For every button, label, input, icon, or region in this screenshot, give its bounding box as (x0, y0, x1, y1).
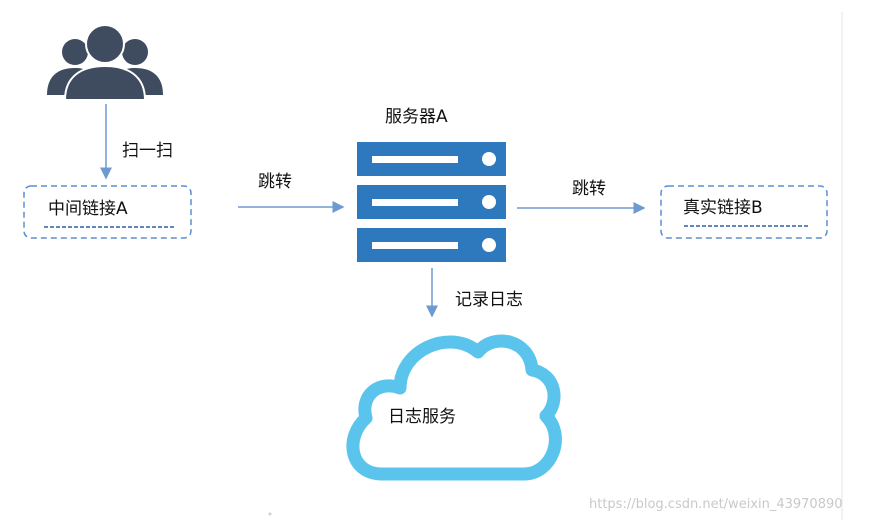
cloud-icon (346, 334, 562, 481)
jump-left-label: 跳转 (258, 172, 292, 192)
decorative-dot (268, 512, 272, 516)
log-service-label: 日志服务 (388, 407, 456, 427)
users-group-icon (47, 24, 163, 101)
scan-label: 扫一扫 (122, 141, 173, 161)
jump-right-label: 跳转 (572, 179, 606, 199)
middle-link-box (23, 185, 192, 239)
server-rack-icon (357, 142, 506, 262)
real-link-label: 真实链接B (683, 198, 763, 218)
watermark-text: https://blog.csdn.net/weixin_43970890 (589, 497, 843, 512)
real-link-box (660, 185, 828, 239)
server-label: 服务器A (385, 107, 448, 127)
record-log-label: 记录日志 (455, 290, 523, 310)
middle-link-label: 中间链接A (48, 199, 128, 219)
